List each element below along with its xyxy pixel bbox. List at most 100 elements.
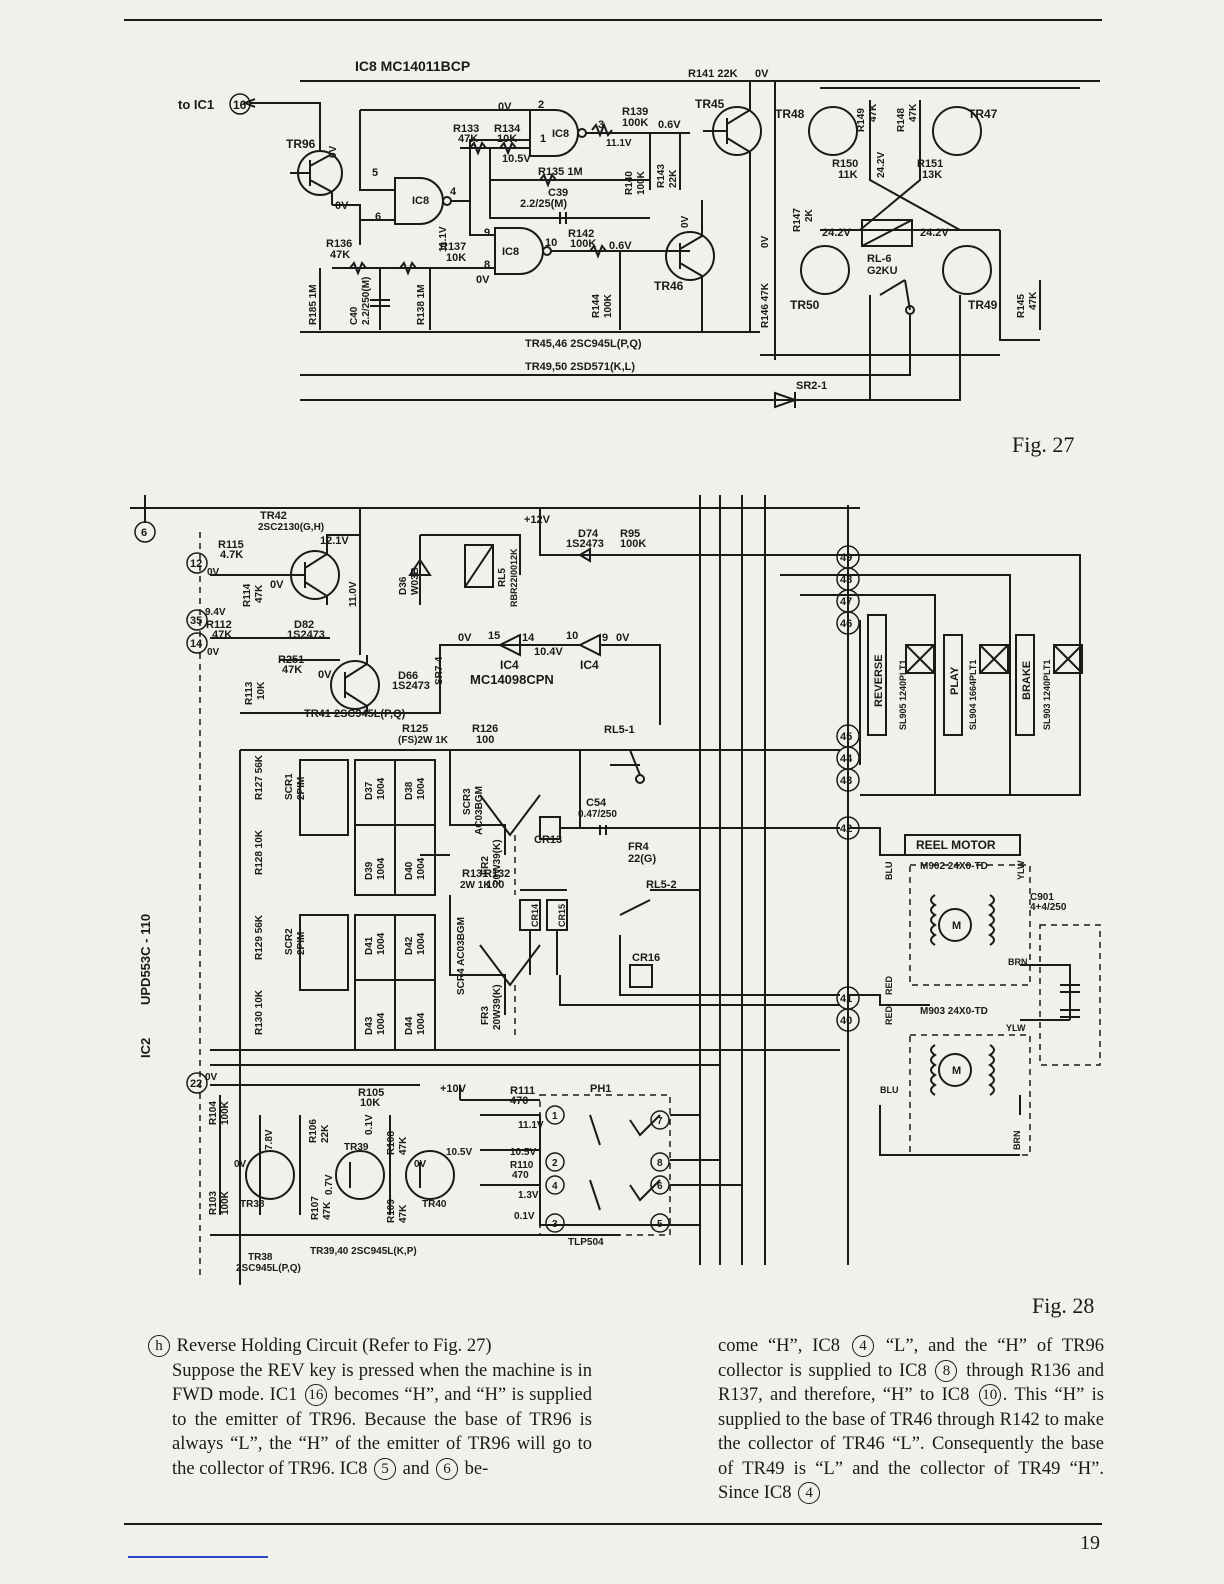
fig28-fr4: FR4 — [628, 841, 650, 853]
fig28-r107v: 47K — [322, 1201, 333, 1220]
fig28-ic4t: MC14098CPN — [470, 672, 554, 687]
fig28-r132: R132 — [484, 868, 510, 880]
fig27-105v-a: 10.5V — [502, 153, 531, 165]
fig28-scr1v: 2PIM — [296, 777, 307, 800]
fig27-r143v: 22K — [668, 169, 679, 188]
fig28-n47: 47 — [840, 596, 852, 608]
top-rule — [124, 19, 1102, 21]
left-paragraph: Suppose the REV key is pressed when the … — [172, 1360, 593, 1480]
fig28-121v: 12.1V — [320, 535, 349, 547]
fig28-cr16: CR16 — [632, 952, 660, 964]
fig28-78v: 7.8V — [264, 1129, 275, 1150]
fig28-r112: R112 — [206, 619, 232, 631]
fig27-0v6-a: 0.6V — [658, 119, 681, 131]
fig28-10v: +10V — [440, 1083, 467, 1095]
fig28-r113v: 10K — [256, 681, 267, 700]
fig27-rl6v: G2KU — [867, 265, 898, 277]
fig27-0v-g: 0V — [760, 235, 771, 248]
fig28-p15: 15 — [488, 630, 500, 642]
fig27-r144: R144 — [591, 294, 602, 318]
fig28-rl51: RL5-1 — [604, 724, 635, 736]
fig27-r141: R141 22K — [688, 68, 738, 80]
fig27-rl6: RL-6 — [867, 253, 891, 265]
fig27-tr47: TR47 — [968, 107, 998, 121]
fig28-r109: R109 — [386, 1199, 397, 1223]
fig27-r142v: 100K — [570, 238, 596, 250]
fig28-r128: R128 10K — [254, 829, 265, 875]
fig28-d74v: 1S2473 — [566, 538, 604, 550]
fig27-tr50: TR50 — [790, 298, 820, 312]
fig28-0v-h: 0V — [234, 1159, 247, 1170]
fig28-q5: 5 — [657, 1219, 663, 1230]
fig27-to-ic1: to IC1 — [178, 97, 214, 112]
fig27-r143: R143 — [656, 164, 667, 188]
fig28-d38v: 1004 — [416, 777, 427, 800]
fig27-r137v: 10K — [446, 252, 466, 264]
fig27-r150v: 11K — [838, 169, 858, 181]
fig28-d38: D38 — [404, 781, 415, 800]
fig28-d40: D40 — [404, 861, 415, 880]
fig27-ic8-a: IC8 — [552, 128, 569, 140]
fig27-r144v: 100K — [603, 293, 614, 318]
fig28-c901: C901 — [1030, 892, 1054, 903]
fig27-r140: R140 — [624, 171, 635, 195]
fig28-blu-a: BLU — [884, 862, 894, 881]
fig27-0v-f: 0V — [680, 215, 691, 228]
fig28-r131v: 2W 1K — [460, 880, 491, 891]
fig28-p9: 9 — [602, 632, 608, 644]
fig28-r109v: 47K — [398, 1204, 409, 1223]
fig28-07v: 0.7V — [324, 1174, 335, 1195]
fig28-r106: R106 — [308, 1119, 319, 1143]
fig28-n14: 14 — [190, 638, 203, 650]
fig27-r136v: 47K — [330, 249, 350, 261]
fig28-110v: 11.0V — [348, 581, 359, 607]
fig28-r126v: 100 — [476, 734, 494, 746]
fig28-r104v: 100K — [220, 1100, 231, 1125]
fig28-01v: 0.1V — [514, 1211, 535, 1222]
fig27-tr46: TR46 — [654, 279, 684, 293]
fig28-brn-a: BRN — [1008, 957, 1028, 967]
fig28-d36: D36 — [398, 576, 409, 595]
fig28-q3: 3 — [552, 1219, 558, 1230]
fig27-r146: R146 47K — [760, 282, 771, 328]
fig27-pin16: 16 — [233, 98, 247, 112]
fig27-c40v: 2.2/250(M) — [361, 277, 372, 325]
fig28-fr3v: 20W39(K) — [492, 984, 503, 1030]
fig28-r105v: 10K — [360, 1097, 380, 1109]
fig27-r133v: 47K — [458, 133, 478, 145]
fig28-d66: D66 — [398, 670, 418, 682]
fig28-r132v: 100 — [486, 879, 504, 891]
fig28-d41: D41 — [364, 936, 375, 955]
fig28-r112v: 47K — [212, 629, 232, 641]
fig28-0v-e: 0V — [458, 632, 472, 644]
pin-5: 5 — [374, 1457, 397, 1480]
fig28-n6: 6 — [141, 527, 147, 539]
fig27-p6: 6 — [375, 211, 381, 223]
fig27-p9: 9 — [484, 227, 490, 239]
fig28-rl5: RL5 — [497, 568, 508, 587]
section-marker: h — [148, 1335, 170, 1357]
fig27-r148v: 47K — [908, 103, 919, 122]
fig28-n43: 43 — [840, 775, 852, 787]
fig28-cr15: CR15 — [557, 904, 567, 927]
fig28-r107: R107 — [310, 1196, 321, 1220]
fig27-r134v: 10K — [497, 133, 517, 145]
fig28-d66v: 1S2473 — [392, 680, 430, 692]
fig28-ic4a: IC4 — [500, 658, 519, 672]
blue-underline — [128, 1556, 268, 1558]
fig27-c40: C40 — [349, 306, 360, 325]
fig28-r113: R113 — [244, 681, 255, 705]
fig28-fr2: FR2 — [480, 856, 491, 875]
fig28-n22: 22 — [190, 1078, 202, 1090]
fig28-tr39: TR39 — [344, 1142, 369, 1153]
fig28-m903: M903 24X0-TD — [920, 1006, 988, 1017]
fig28-fr2v: 20W39(K) — [492, 839, 503, 885]
fig27-ic8-b: IC8 — [412, 195, 429, 207]
fig28-r131: R131 — [462, 868, 488, 880]
fig28-r251: R251 — [278, 654, 304, 666]
fig28-0v-c: 0V — [207, 647, 220, 658]
fig27-0v-b: 0V — [498, 101, 512, 113]
fig28-d37v: 1004 — [376, 777, 387, 800]
fig28-d39v: 1004 — [376, 857, 387, 880]
fig27-ic-title: IC8 MC14011BCP — [355, 58, 470, 74]
